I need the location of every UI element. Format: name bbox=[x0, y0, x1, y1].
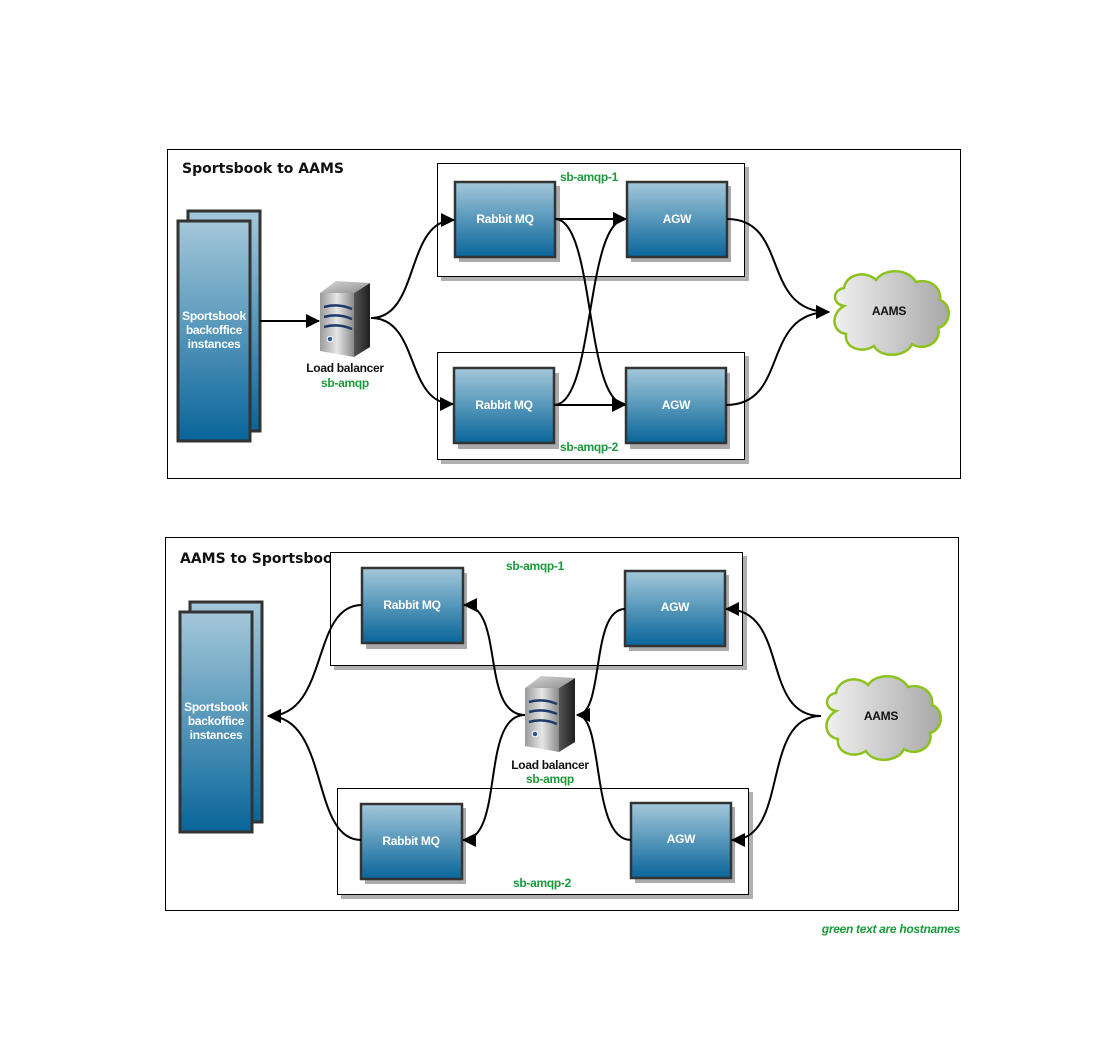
node-label: Rabbit MQ bbox=[476, 212, 533, 226]
panel-sportsbook-to-aams: Sportsbook to AAMS sb-amqp-1 sb-amqp-2 S… bbox=[167, 149, 961, 479]
rabbitmq-node-1[interactable]: Rabbit MQ bbox=[453, 180, 560, 262]
node-label: AGW bbox=[661, 600, 690, 614]
agw-node-2[interactable]: AGW bbox=[629, 801, 735, 883]
rabbitmq-node-1[interactable]: Rabbit MQ bbox=[360, 566, 467, 649]
node-label-line: backoffice bbox=[188, 714, 245, 728]
cloud-label: AAMS bbox=[864, 709, 898, 723]
node-label: Rabbit MQ bbox=[383, 598, 440, 612]
cloud-label: AAMS bbox=[872, 304, 906, 318]
edge-rabbit-1-to-sportsbook bbox=[267, 604, 363, 723]
node-label: AGW bbox=[662, 398, 691, 412]
node-box bbox=[625, 180, 729, 259]
load-balancer-hostname: sb-amqp bbox=[526, 772, 574, 786]
node-label: AGW bbox=[667, 832, 696, 846]
server-icon bbox=[523, 674, 577, 754]
aams-cloud-node[interactable]: AAMS bbox=[825, 674, 943, 762]
group-hostname: sb-amqp-2 bbox=[560, 440, 619, 454]
edge-lb-to-rabbit-1 bbox=[463, 598, 526, 716]
stack-front bbox=[176, 219, 252, 443]
load-balancer-label: Load balancer bbox=[306, 361, 384, 375]
rabbitmq-node-2[interactable]: Rabbit MQ bbox=[452, 366, 559, 449]
edge-agw-1-to-aams bbox=[726, 218, 830, 319]
node-label: AGW bbox=[663, 212, 692, 226]
group-hostname: sb-amqp-2 bbox=[513, 876, 572, 890]
aams-cloud-node[interactable]: AAMS bbox=[833, 269, 951, 357]
edge-aams-to-agw-2 bbox=[731, 715, 822, 847]
panel-aams-to-sportsbook: AAMS to Sportsbook sb-amqp-1 sb-amqp-2 S… bbox=[165, 537, 959, 911]
load-balancer-label: Load balancer bbox=[511, 758, 589, 772]
edge-lb-to-rabbit-2 bbox=[370, 317, 454, 411]
group-hostname: sb-amqp-1 bbox=[506, 559, 565, 573]
node-label-line: Sportsbook bbox=[184, 700, 248, 714]
node-box bbox=[624, 366, 728, 445]
legend-note: green text are hostnames bbox=[821, 922, 961, 936]
load-balancer-hostname: sb-amqp bbox=[321, 376, 369, 390]
agw-node-1[interactable]: AGW bbox=[623, 569, 729, 651]
load-balancer-node[interactable]: Load balancer sb-amqp bbox=[306, 279, 385, 390]
node-label-line: backoffice bbox=[186, 323, 243, 337]
server-icon bbox=[318, 279, 372, 359]
panel-title: AAMS to Sportsbook bbox=[180, 551, 343, 567]
node-box bbox=[360, 566, 465, 645]
sportsbook-backoffice-node[interactable]: Sportsbook backoffice instances bbox=[176, 209, 262, 443]
rabbitmq-node-2[interactable]: Rabbit MQ bbox=[359, 802, 466, 884]
panel-title: Sportsbook to AAMS bbox=[182, 161, 344, 177]
load-balancer-node[interactable]: Load balancer sb-amqp bbox=[511, 674, 590, 786]
edge-aams-to-agw-1 bbox=[725, 602, 822, 717]
node-box bbox=[623, 569, 727, 648]
edge-rabbit-2-to-sportsbook bbox=[267, 709, 362, 841]
agw-node-1[interactable]: AGW bbox=[625, 180, 731, 262]
edge-lb-to-rabbit-1 bbox=[370, 213, 455, 319]
edge-lb-to-rabbit-2 bbox=[462, 714, 526, 847]
agw-node-2[interactable]: AGW bbox=[624, 366, 730, 449]
edges bbox=[260, 212, 830, 412]
node-label-line: instances bbox=[188, 337, 241, 351]
node-label-line: instances bbox=[190, 728, 243, 742]
node-label-line: Sportsbook bbox=[182, 309, 246, 323]
node-label: Rabbit MQ bbox=[382, 834, 439, 848]
group-hostname: sb-amqp-1 bbox=[560, 170, 619, 184]
node-box bbox=[359, 802, 464, 881]
node-box bbox=[629, 801, 733, 880]
stack-front bbox=[178, 610, 254, 834]
edge-agw-2-to-aams bbox=[725, 305, 830, 406]
sportsbook-backoffice-node[interactable]: Sportsbook backoffice instances bbox=[178, 600, 264, 834]
edges bbox=[267, 598, 822, 847]
node-box bbox=[452, 366, 556, 445]
edge-agw-2-to-lb bbox=[576, 708, 632, 841]
node-label: Rabbit MQ bbox=[475, 398, 532, 412]
edge-rabbit-2-to-agw-1 bbox=[553, 212, 627, 406]
